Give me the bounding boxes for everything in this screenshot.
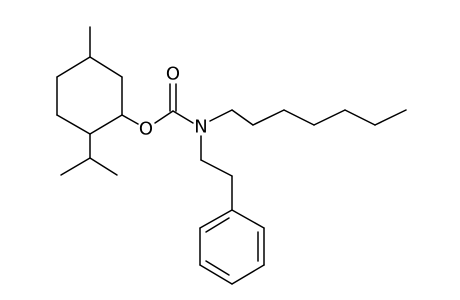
aromatic-double-bond: [205, 217, 230, 233]
heptyl-bond: [231, 109, 254, 126]
ring-bond: [89, 56, 123, 78]
aromatic-bond: [231, 209, 265, 229]
carbamate-group: [121, 83, 194, 125]
nitrogen-label: N: [194, 117, 207, 138]
ring-bond: [56, 56, 91, 78]
aromatic-bond: [231, 264, 265, 285]
heptyl-chain: [209, 109, 407, 126]
ring-to-oxygen-bond: [121, 114, 139, 125]
benzene-ring: [199, 209, 265, 285]
heptyl-bond: [252, 109, 285, 126]
carbonyl-oxygen-label: O: [166, 64, 180, 85]
isopropyl-group: [60, 133, 118, 176]
aromatic-bond: [199, 209, 233, 229]
cyclohexane-ring: [56, 56, 123, 135]
heptyl-bond: [344, 109, 376, 126]
ring-bond: [89, 114, 123, 135]
isopropyl-bond: [60, 157, 91, 176]
heptyl-bond: [313, 109, 346, 126]
heptyl-bond: [283, 109, 315, 126]
carbonyl-to-nitrogen-bond: [172, 110, 194, 124]
phenethyl-bond: [200, 159, 233, 177]
heptyl-bond: [374, 109, 407, 126]
oxygen-to-carbonyl-bond: [154, 110, 174, 124]
phenethyl-chain: [200, 135, 233, 211]
heptyl-bond: [209, 109, 233, 122]
aromatic-bond: [199, 264, 233, 285]
aromatic-double-bond: [205, 260, 230, 276]
ester-oxygen-label: O: [139, 119, 153, 140]
isopropyl-bond: [89, 157, 118, 176]
ring-bond: [56, 114, 91, 135]
